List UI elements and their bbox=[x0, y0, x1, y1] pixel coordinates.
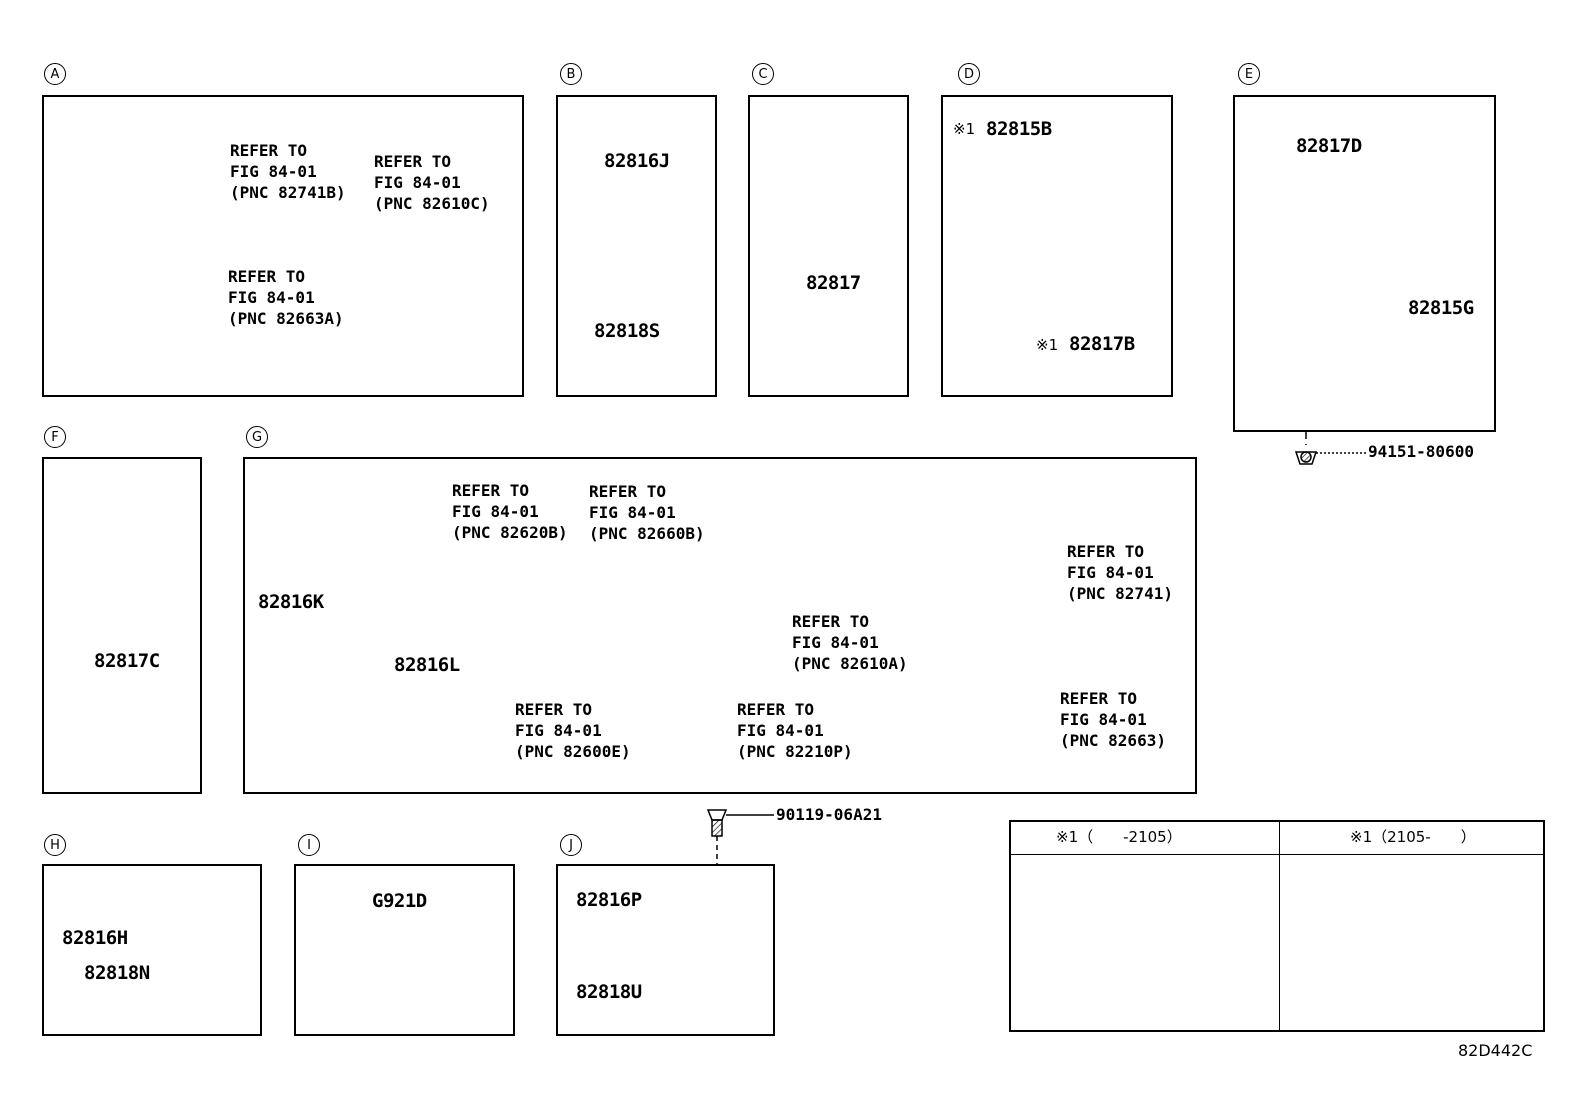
section-b-panel bbox=[556, 95, 717, 397]
part-g921d[interactable]: G921D bbox=[372, 890, 427, 912]
section-c-panel bbox=[748, 95, 909, 397]
part-82816h[interactable]: 82816H bbox=[62, 927, 128, 949]
part-94151-80600[interactable]: 94151-80600 bbox=[1368, 442, 1474, 461]
section-e-panel bbox=[1233, 95, 1496, 432]
legend-header-new: ※1（2105- ） bbox=[1350, 828, 1476, 846]
legend-table bbox=[1009, 820, 1545, 1032]
part-82818s[interactable]: 82818S bbox=[594, 320, 660, 342]
section-i-panel bbox=[294, 864, 515, 1036]
clip-94151-80600-illustration bbox=[1294, 451, 1318, 465]
part-82815b[interactable]: 82815B bbox=[986, 118, 1052, 140]
part-82815g[interactable]: 82815G bbox=[1408, 297, 1474, 319]
legend-header-divider bbox=[1009, 854, 1545, 855]
legend-header-old: ※1（ -2105） bbox=[1056, 828, 1182, 846]
note-mark-82817b: ※1 bbox=[1036, 336, 1059, 354]
section-e-label: E bbox=[1238, 63, 1260, 85]
part-82816p[interactable]: 82816P bbox=[576, 889, 642, 911]
section-g-panel bbox=[243, 457, 1197, 794]
section-g-label: G bbox=[246, 426, 268, 448]
section-a-panel bbox=[42, 95, 524, 397]
legend-column-divider bbox=[1279, 820, 1280, 1032]
part-82816l[interactable]: 82816L bbox=[394, 654, 460, 676]
section-a-label: A bbox=[44, 63, 66, 85]
bolt-90119-illustration bbox=[706, 809, 728, 837]
part-82817c[interactable]: 82817C bbox=[94, 650, 160, 672]
section-d-panel bbox=[941, 95, 1173, 397]
section-b-label: B bbox=[560, 63, 582, 85]
section-f-panel bbox=[42, 457, 202, 794]
part-82816j[interactable]: 82816J bbox=[604, 150, 670, 172]
section-c-label: C bbox=[752, 63, 774, 85]
note-mark-82815b: ※1 bbox=[953, 120, 976, 138]
section-f-label: F bbox=[44, 426, 66, 448]
part-82816k[interactable]: 82816K bbox=[258, 591, 324, 613]
part-82817[interactable]: 82817 bbox=[806, 272, 861, 294]
section-i-label: I bbox=[298, 834, 320, 856]
part-82817b[interactable]: 82817B bbox=[1069, 333, 1135, 355]
section-j-label: J bbox=[560, 834, 582, 856]
part-82818n[interactable]: 82818N bbox=[84, 962, 150, 984]
part-82817d[interactable]: 82817D bbox=[1296, 135, 1362, 157]
section-j-panel bbox=[556, 864, 775, 1036]
part-82818u[interactable]: 82818U bbox=[576, 981, 642, 1003]
section-h-label: H bbox=[44, 834, 66, 856]
diagram-code: 82D442C bbox=[1458, 1041, 1533, 1060]
section-d-label: D bbox=[958, 63, 980, 85]
section-h-panel bbox=[42, 864, 262, 1036]
part-90119-06a21[interactable]: 90119-06A21 bbox=[776, 805, 882, 824]
